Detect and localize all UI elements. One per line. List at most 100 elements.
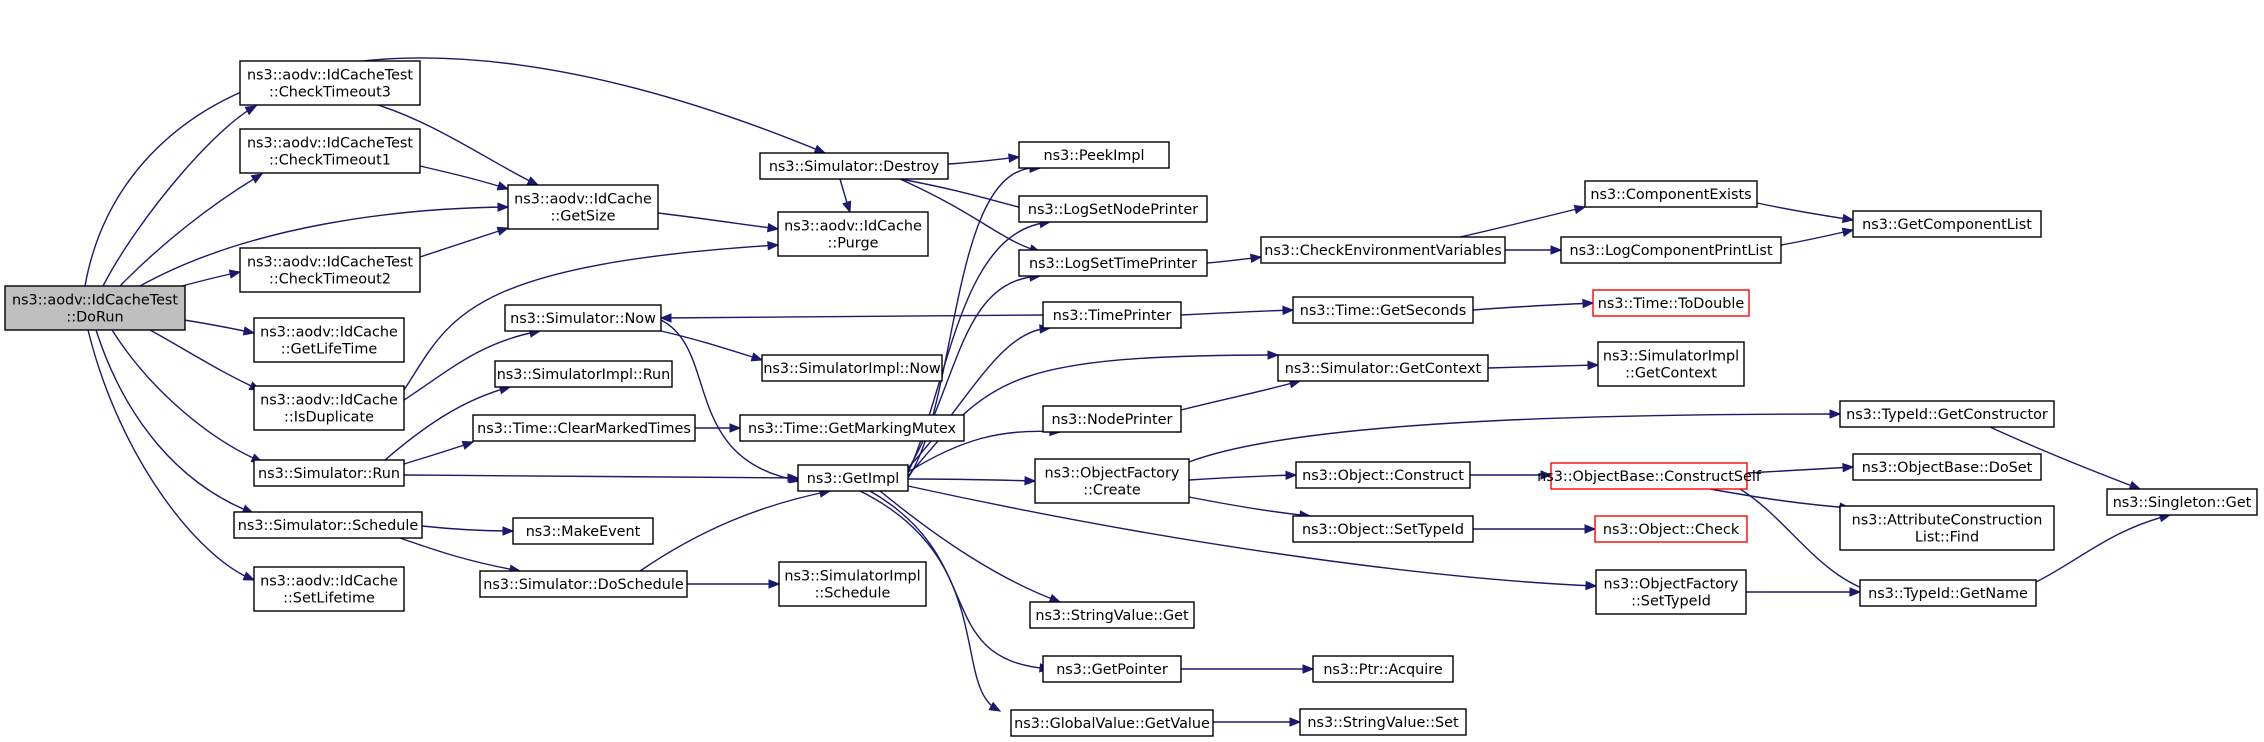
node-box[interactable] <box>1595 569 1747 615</box>
node-doschedule[interactable]: ns3::Simulator::DoSchedule <box>479 570 688 598</box>
node-destroy[interactable]: ns3::Simulator::Destroy <box>759 152 949 180</box>
node-box[interactable] <box>1859 579 2037 607</box>
node-checktimeout1[interactable]: ns3::aodv::IdCacheTest::CheckTimeout1 <box>239 128 421 174</box>
node-ptracquire[interactable]: ns3::Ptr::Acquire <box>1312 655 1454 683</box>
node-objconstruct[interactable]: ns3::Object::Construct <box>1295 461 1471 489</box>
node-box[interactable] <box>1042 301 1182 329</box>
node-box[interactable] <box>504 304 662 332</box>
node-nodeprinter[interactable]: ns3::NodePrinter <box>1042 405 1182 433</box>
node-box[interactable] <box>1592 289 1750 317</box>
node-box[interactable] <box>1839 400 2055 428</box>
node-box[interactable] <box>253 385 405 431</box>
node-logprintlist[interactable]: ns3::LogComponentPrintList <box>1560 236 1782 264</box>
node-box[interactable] <box>1852 210 2042 238</box>
node-box[interactable] <box>1042 655 1182 683</box>
node-box[interactable] <box>1292 296 1474 324</box>
node-checkenv[interactable]: ns3::CheckEnvironmentVariables <box>1260 236 1506 264</box>
node-getlifetime[interactable]: ns3::aodv::IdCache::GetLifeTime <box>253 317 405 363</box>
node-getimpl[interactable]: ns3::GetImpl <box>797 464 909 492</box>
node-svset[interactable]: ns3::StringValue::Set <box>1299 708 1467 736</box>
node-objcheck[interactable]: ns3::Object::Check <box>1594 515 1748 543</box>
node-box[interactable] <box>239 60 421 106</box>
node-box[interactable] <box>1312 655 1454 683</box>
node-box[interactable] <box>1597 341 1745 387</box>
node-peekimpl[interactable]: ns3::PeekImpl <box>1018 141 1170 169</box>
node-lognode[interactable]: ns3::LogSetNodePrinter <box>1018 195 1208 223</box>
node-markingmutex[interactable]: ns3::Time::GetMarkingMutex <box>739 414 965 442</box>
node-box[interactable] <box>1018 141 1170 169</box>
node-box[interactable] <box>253 317 405 363</box>
node-box[interactable] <box>1550 462 1748 490</box>
node-purge[interactable]: ns3::aodv::IdCache::Purge <box>777 211 929 257</box>
node-box[interactable] <box>1018 249 1208 277</box>
node-box[interactable] <box>479 570 688 598</box>
node-box[interactable] <box>1010 709 1214 737</box>
node-ofcreate[interactable]: ns3::ObjectFactory::Create <box>1034 458 1190 504</box>
node-box[interactable] <box>494 360 673 388</box>
node-box[interactable] <box>1594 515 1748 543</box>
node-getcontext[interactable]: ns3::Simulator::GetContext <box>1277 354 1489 382</box>
node-singleton[interactable]: ns3::Singleton::Get <box>2106 488 2258 516</box>
node-box[interactable] <box>1277 354 1489 382</box>
node-box[interactable] <box>472 414 696 442</box>
node-box[interactable] <box>4 285 186 331</box>
node-box[interactable] <box>1839 505 2055 551</box>
node-checktimeout2[interactable]: ns3::aodv::IdCacheTest::CheckTimeout2 <box>239 247 421 293</box>
node-box[interactable] <box>233 511 423 539</box>
node-clearmarked[interactable]: ns3::Time::ClearMarkedTimes <box>472 414 696 442</box>
node-box[interactable] <box>239 128 421 174</box>
node-constructself[interactable]: ns3::ObjectBase::ConstructSelf <box>1537 462 1762 490</box>
node-simrun[interactable]: ns3::Simulator::Run <box>253 459 405 487</box>
node-makeevent[interactable]: ns3::MakeEvent <box>512 517 654 545</box>
node-box[interactable] <box>1560 236 1782 264</box>
node-compexists[interactable]: ns3::ComponentExists <box>1584 180 1758 208</box>
node-svget[interactable]: ns3::StringValue::Get <box>1029 601 1195 629</box>
node-box[interactable] <box>1584 180 1758 208</box>
node-box[interactable] <box>253 459 405 487</box>
node-box[interactable] <box>253 566 405 612</box>
node-checktimeout3[interactable]: ns3::aodv::IdCacheTest::CheckTimeout3 <box>239 60 421 106</box>
node-box[interactable] <box>777 211 929 257</box>
node-logtime[interactable]: ns3::LogSetTimePrinter <box>1018 249 1208 277</box>
node-simnow[interactable]: ns3::Simulator::Now <box>504 304 662 332</box>
node-doset[interactable]: ns3::ObjectBase::DoSet <box>1852 453 2042 481</box>
node-box[interactable] <box>1042 405 1182 433</box>
node-box[interactable] <box>761 354 943 382</box>
node-box[interactable] <box>1029 601 1195 629</box>
node-box[interactable] <box>1292 515 1474 543</box>
node-box[interactable] <box>507 184 659 230</box>
node-getseconds[interactable]: ns3::Time::GetSeconds <box>1292 296 1474 324</box>
node-box[interactable] <box>778 561 927 607</box>
node-timeprinter[interactable]: ns3::TimePrinter <box>1042 301 1182 329</box>
node-setlifetime[interactable]: ns3::aodv::IdCache::SetLifetime <box>253 566 405 612</box>
node-todouble[interactable]: ns3::Time::ToDouble <box>1592 289 1750 317</box>
node-ofsettypeid[interactable]: ns3::ObjectFactory::SetTypeId <box>1595 569 1747 615</box>
node-gvget[interactable]: ns3::GlobalValue::GetValue <box>1010 709 1214 737</box>
node-getsize[interactable]: ns3::aodv::IdCache::GetSize <box>507 184 659 230</box>
node-box[interactable] <box>1018 195 1208 223</box>
node-box[interactable] <box>512 517 654 545</box>
node-box[interactable] <box>1299 708 1467 736</box>
node-box[interactable] <box>759 152 949 180</box>
node-implnow[interactable]: ns3::SimulatorImpl::Now <box>761 354 943 382</box>
node-getpointer[interactable]: ns3::GetPointer <box>1042 655 1182 683</box>
node-box[interactable] <box>739 414 965 442</box>
node-box[interactable] <box>1852 453 2042 481</box>
node-box[interactable] <box>2106 488 2258 516</box>
node-getname[interactable]: ns3::TypeId::GetName <box>1859 579 2037 607</box>
node-box[interactable] <box>1034 458 1190 504</box>
node-implgetcontext[interactable]: ns3::SimulatorImpl::GetContext <box>1597 341 1745 387</box>
node-getcomplist[interactable]: ns3::GetComponentList <box>1852 210 2042 238</box>
node-isduplicate[interactable]: ns3::aodv::IdCache::IsDuplicate <box>253 385 405 431</box>
node-box[interactable] <box>239 247 421 293</box>
node-box[interactable] <box>1260 236 1506 264</box>
node-box[interactable] <box>1295 461 1471 489</box>
node-box[interactable] <box>797 464 909 492</box>
node-root[interactable]: ns3::aodv::IdCacheTest::DoRun <box>4 285 186 331</box>
node-schedule[interactable]: ns3::Simulator::Schedule <box>233 511 423 539</box>
node-implrun[interactable]: ns3::SimulatorImpl::Run <box>494 360 673 388</box>
node-getconstructor[interactable]: ns3::TypeId::GetConstructor <box>1839 400 2055 428</box>
node-objsettypeid[interactable]: ns3::Object::SetTypeId <box>1292 515 1474 543</box>
node-implschedule[interactable]: ns3::SimulatorImpl::Schedule <box>778 561 927 607</box>
